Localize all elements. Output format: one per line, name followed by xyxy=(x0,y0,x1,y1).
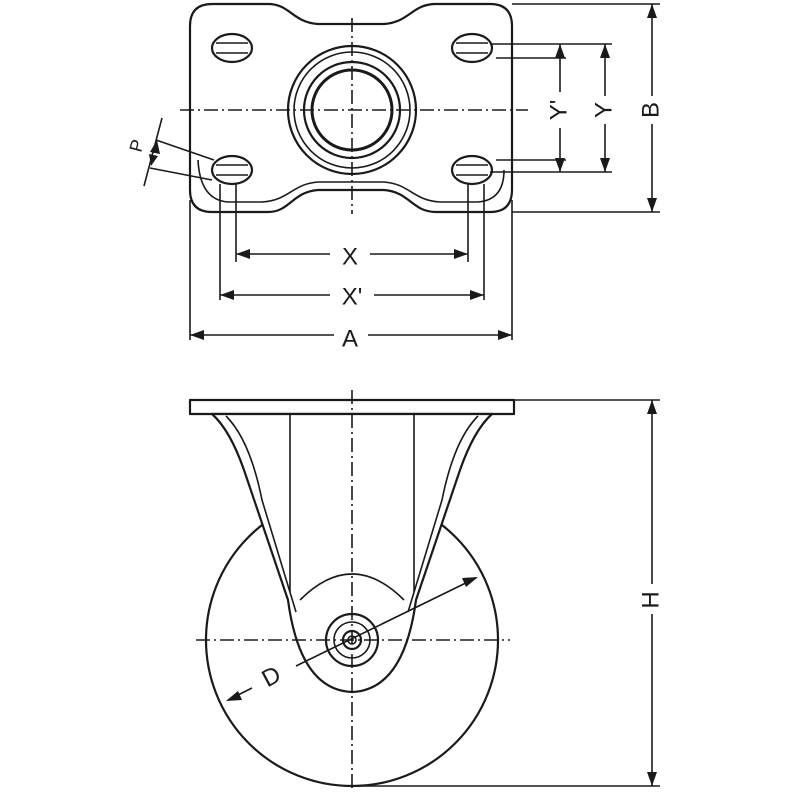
label-x: X xyxy=(342,243,358,270)
dimension-x: X xyxy=(236,243,468,270)
bolt-slot-bottom-right xyxy=(450,154,494,186)
dimension-y-prime: Y' xyxy=(545,44,572,172)
label-b: B xyxy=(637,102,664,118)
top-plate-inner-rim xyxy=(197,159,505,203)
label-a: A xyxy=(342,325,358,352)
top-view-dimensions: X X' A Y' xyxy=(126,3,664,352)
dimension-x-prime: X' xyxy=(220,283,484,310)
dimension-p: P xyxy=(126,117,215,187)
label-p: P xyxy=(126,137,148,154)
bolt-slot-bottom-left xyxy=(210,154,254,186)
top-plate-view xyxy=(180,2,528,214)
label-y-prime: Y' xyxy=(545,100,572,121)
label-x-prime: X' xyxy=(342,283,363,310)
side-view-dimensions: D H xyxy=(226,399,664,787)
side-caster-view xyxy=(188,390,516,792)
bolt-slot-top-left xyxy=(210,32,254,64)
label-h: H xyxy=(637,591,664,608)
rotation-arc xyxy=(299,573,405,601)
bolt-slot-top-right xyxy=(450,32,494,64)
fork-inner-left xyxy=(225,415,297,613)
dimension-y: Y xyxy=(590,44,617,172)
dimension-b: B xyxy=(637,4,664,212)
fork-inner-right xyxy=(407,415,479,613)
dimension-a: A xyxy=(190,325,512,352)
dimension-h: H xyxy=(637,400,664,786)
label-y: Y xyxy=(590,102,617,118)
top-plate-outline xyxy=(188,2,514,214)
label-d: D xyxy=(257,661,285,693)
